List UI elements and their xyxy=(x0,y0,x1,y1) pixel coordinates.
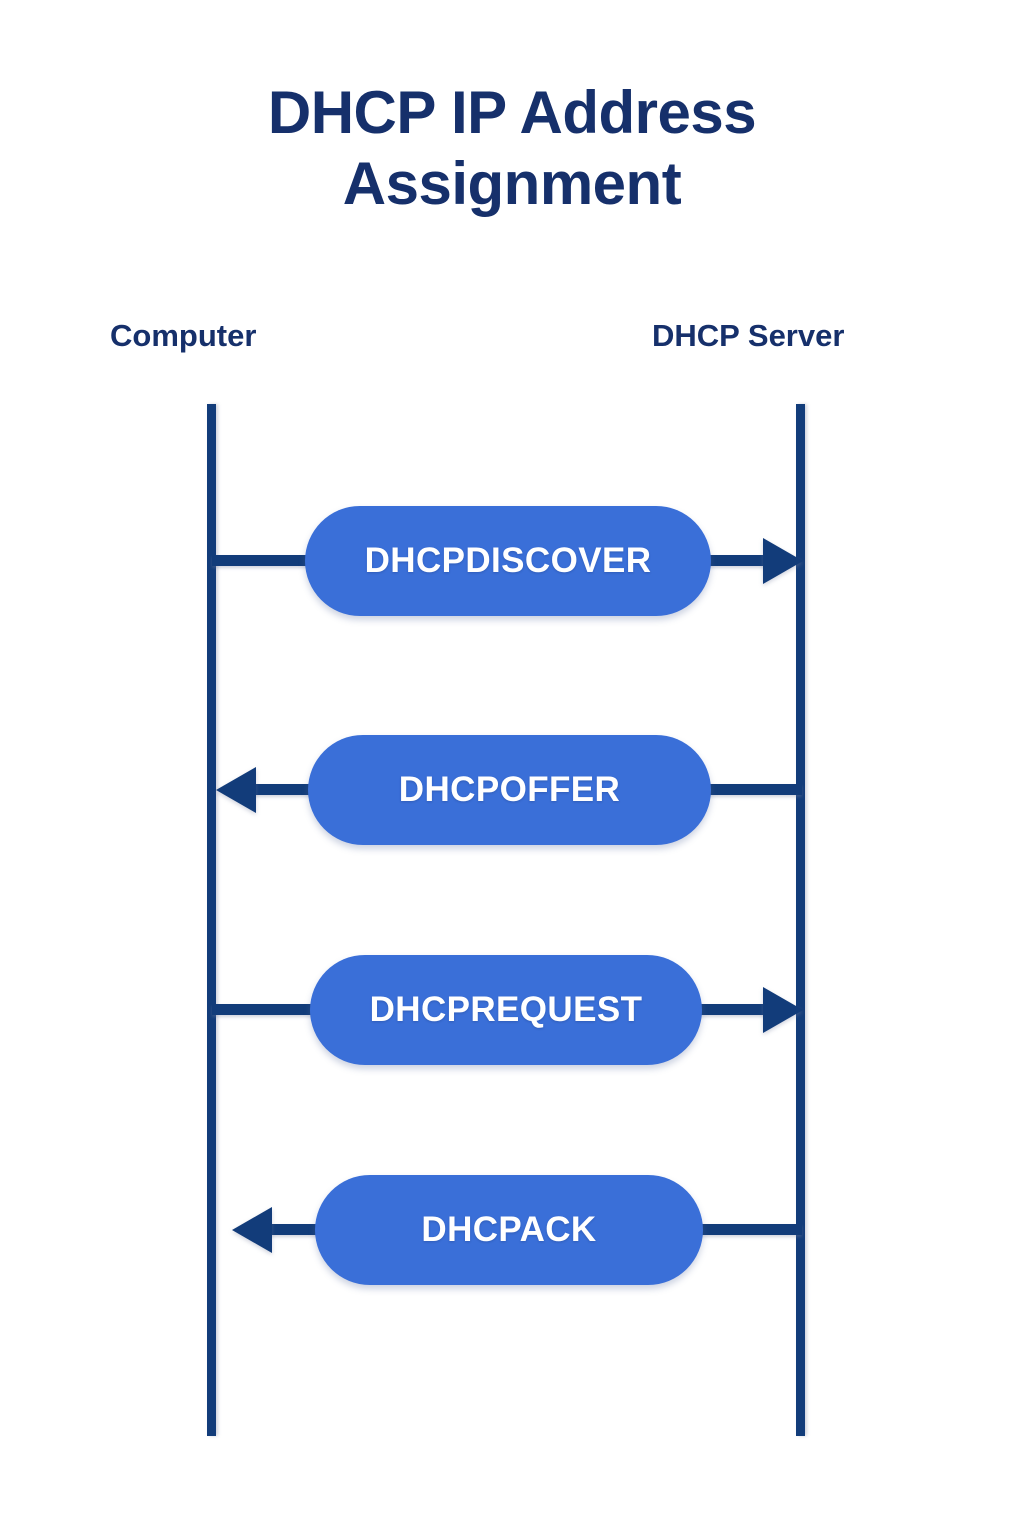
message-shaft-left-2 xyxy=(246,784,326,795)
arrowhead-right-icon xyxy=(763,538,803,584)
message-row-3: DHCPREQUEST xyxy=(0,954,1024,1066)
arrowhead-left-icon xyxy=(216,767,256,813)
message-label-1: DHCPDISCOVER xyxy=(364,541,652,580)
message-shaft-left-1 xyxy=(212,555,322,566)
lifeline-computer xyxy=(207,404,216,1436)
page-title-line-1: DHCP IP Address xyxy=(267,79,757,146)
message-shaft-right-3 xyxy=(688,1004,776,1015)
arrowhead-left-icon xyxy=(232,1207,272,1253)
lane-label-dhcp-server: DHCP Server xyxy=(652,318,845,353)
message-row-4: DHCPACK xyxy=(0,1174,1024,1286)
message-label-3: DHCPREQUEST xyxy=(369,990,643,1029)
page-title-line-2: Assignment xyxy=(342,149,682,217)
message-row-1: DHCPDISCOVER xyxy=(0,505,1024,617)
message-label-4: DHCPACK xyxy=(421,1210,597,1249)
arrowhead-right-icon xyxy=(763,987,803,1033)
message-row-2: DHCPOFFER xyxy=(0,734,1024,846)
message-shaft-right-2 xyxy=(694,784,802,795)
message-pill-4[interactable]: DHCPACK xyxy=(315,1175,703,1285)
message-pill-2[interactable]: DHCPOFFER xyxy=(308,735,711,845)
lane-label-computer: Computer xyxy=(110,318,257,353)
message-shaft-right-1 xyxy=(694,555,776,566)
message-label-2: DHCPOFFER xyxy=(398,770,621,809)
message-pill-3[interactable]: DHCPREQUEST xyxy=(310,955,702,1065)
lifeline-dhcp-server xyxy=(796,404,805,1436)
message-shaft-left-3 xyxy=(212,1004,324,1015)
message-pill-1[interactable]: DHCPDISCOVER xyxy=(305,506,711,616)
page-title: DHCP IP Address Assignment xyxy=(0,78,1024,220)
message-shaft-left-4 xyxy=(262,1224,328,1235)
message-shaft-right-4 xyxy=(686,1224,802,1235)
